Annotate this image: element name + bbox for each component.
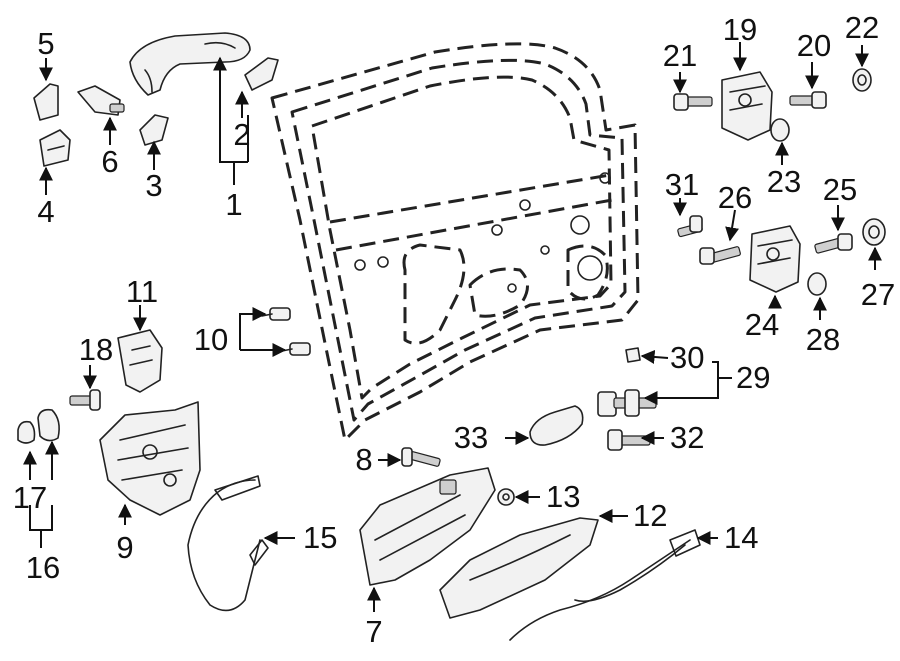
callout-28: 28 (806, 322, 840, 357)
callout-32: 32 (670, 420, 704, 455)
callout-21: 21 (663, 38, 697, 73)
inside-handle (439, 517, 599, 619)
callout-30: 30 (670, 340, 704, 375)
callout-10: 10 (194, 322, 228, 357)
callout-26: 26 (718, 180, 752, 215)
callout-29: 29 (736, 360, 770, 395)
callout-labels: 5 4 6 3 2 1 10 11 18 17 16 9 15 7 8 13 1… (13, 10, 895, 649)
callout-13: 13 (546, 479, 580, 514)
check-strap (597, 389, 657, 417)
callout-14: 14 (724, 520, 758, 555)
upper-hinge (721, 71, 773, 141)
hinge-cap-lower (862, 218, 886, 246)
callout-5: 5 (37, 26, 54, 61)
cylinder-cover-lower (39, 129, 71, 167)
callout-9: 9 (116, 530, 133, 565)
lower-hinge-bolt-right (814, 233, 853, 254)
trim-washer (497, 488, 515, 506)
hinge-pin-bolt (677, 215, 703, 238)
callout-15: 15 (303, 520, 337, 555)
callout-23: 23 (767, 164, 801, 199)
callout-20: 20 (797, 28, 831, 63)
callout-11: 11 (126, 274, 158, 309)
cylinder-cover-upper (33, 83, 59, 121)
latch-screw (69, 389, 101, 411)
door-latch-assembly (99, 401, 201, 516)
callout-2: 2 (233, 117, 250, 152)
leader-lines (23, 42, 882, 612)
callout-18: 18 (79, 332, 113, 367)
upper-hinge-bolt-left (673, 93, 713, 111)
callout-22: 22 (845, 10, 879, 45)
callout-24: 24 (745, 307, 779, 342)
lower-hinge (749, 225, 801, 293)
callout-27: 27 (861, 277, 895, 312)
inside-handle-bracket (359, 467, 496, 586)
door-frame (270, 42, 640, 442)
hinge-bushing-lower (807, 272, 827, 296)
lock-cylinder (77, 85, 125, 116)
callout-16: 16 (26, 550, 60, 585)
clip-lower (281, 342, 311, 356)
latch-bracket (117, 329, 163, 393)
hinge-cap-upper (852, 68, 872, 92)
lower-hinge-bolt-left (699, 246, 741, 265)
callout-6: 6 (101, 144, 118, 179)
callout-3: 3 (145, 168, 162, 203)
handle-gasket-rear (244, 57, 279, 91)
inside-handle-cable (509, 529, 701, 641)
latch-cable (187, 475, 269, 612)
callout-31: 31 (665, 167, 699, 202)
callout-7: 7 (365, 614, 382, 649)
bracket-bolt (401, 447, 441, 467)
callout-1: 1 (225, 187, 242, 222)
callout-33: 33 (454, 420, 488, 455)
latch-seal-pair (17, 408, 60, 444)
check-strap-pad (625, 347, 641, 363)
upper-hinge-bolt-right (789, 91, 827, 109)
handle-gasket-front (139, 114, 169, 146)
outside-handle (129, 32, 251, 96)
hinge-bushing-upper (770, 118, 790, 142)
callout-25: 25 (823, 172, 857, 207)
callout-8: 8 (355, 442, 372, 477)
check-strap-cover (529, 405, 584, 446)
callout-17: 17 (13, 480, 47, 515)
callout-4: 4 (37, 194, 54, 229)
clip-upper (261, 307, 291, 321)
check-strap-bolt (607, 429, 651, 451)
callout-19: 19 (723, 12, 757, 47)
callout-12: 12 (633, 498, 667, 533)
